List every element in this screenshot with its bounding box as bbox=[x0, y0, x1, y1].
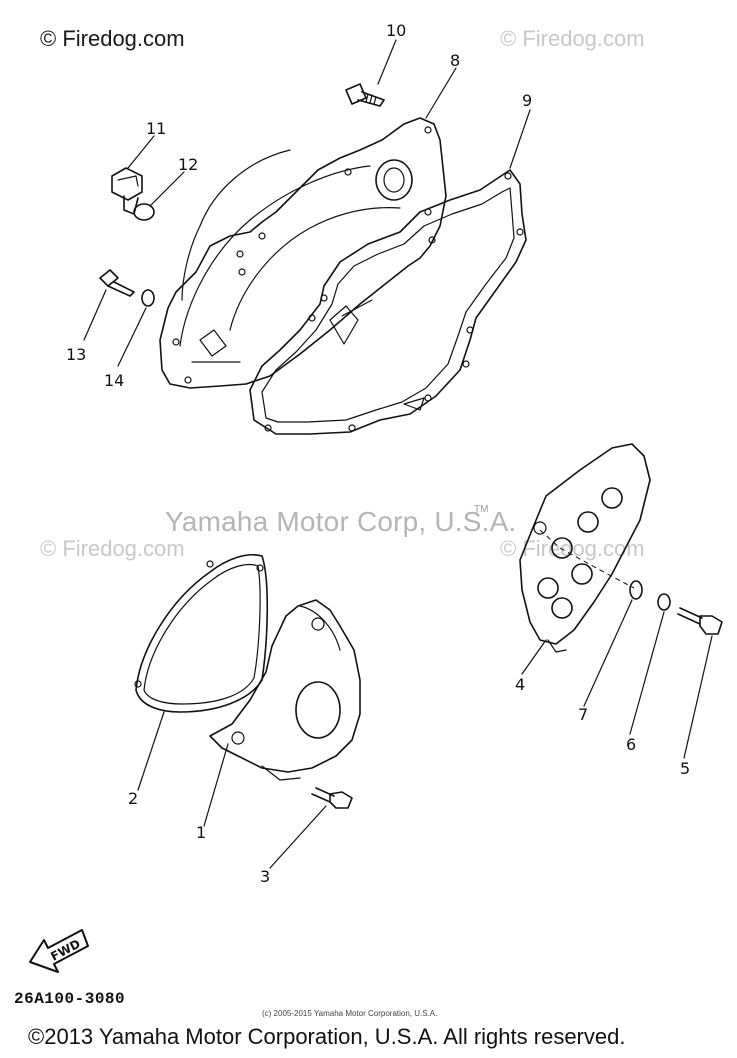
part-code: 26A100-3080 bbox=[14, 990, 126, 1008]
tiny-copyright: (c) 2005-2015 Yamaha Motor Corporation, … bbox=[262, 1009, 438, 1018]
callout-14: 14 bbox=[104, 371, 124, 390]
footer-copyright: ©2013 Yamaha Motor Corporation, U.S.A. A… bbox=[28, 1024, 626, 1049]
bolt-part-13 bbox=[99, 269, 135, 297]
fwd-arrow-icon: FWD bbox=[29, 929, 89, 973]
gasket-part-9 bbox=[249, 169, 527, 435]
callout-9: 9 bbox=[522, 91, 532, 110]
callout-12: 12 bbox=[178, 155, 198, 174]
cover-part-1 bbox=[209, 599, 361, 781]
callout-5: 5 bbox=[680, 759, 690, 778]
washer-part-7 bbox=[629, 580, 643, 600]
watermark-mid-left: © Firedog.com bbox=[40, 536, 185, 561]
callout-11: 11 bbox=[146, 119, 166, 138]
callout-4: 4 bbox=[515, 675, 525, 694]
watermark-center: Yamaha Motor Corp, U.S.A. bbox=[165, 506, 517, 537]
lock-washer-part-6 bbox=[657, 593, 671, 611]
watermark-top-right: © Firedog.com bbox=[500, 26, 645, 51]
bolt-part-3 bbox=[311, 787, 353, 809]
callout-10: 10 bbox=[386, 21, 406, 40]
watermark-top-left: © Firedog.com bbox=[40, 26, 185, 51]
plug-part-11 bbox=[111, 167, 143, 215]
gasket-part-2 bbox=[134, 554, 269, 713]
callout-6: 6 bbox=[626, 735, 636, 754]
callout-13: 13 bbox=[66, 345, 86, 364]
plate-part-4 bbox=[519, 443, 651, 653]
callout-1: 1 bbox=[196, 823, 206, 842]
callout-3: 3 bbox=[260, 867, 270, 886]
leader-lines bbox=[83, 39, 713, 869]
callout-2: 2 bbox=[128, 789, 138, 808]
o-ring-part-12 bbox=[133, 203, 155, 221]
bolt-part-10 bbox=[345, 83, 385, 107]
washer-part-14 bbox=[141, 289, 155, 307]
bolt-part-5 bbox=[677, 607, 723, 635]
callout-8: 8 bbox=[450, 51, 460, 70]
crankcase-cover-part-8 bbox=[159, 117, 447, 389]
callout-7: 7 bbox=[578, 705, 588, 724]
trademark-mark: TM bbox=[474, 504, 489, 515]
exploded-parts-diagram: 1 2 3 4 5 6 7 8 9 10 11 12 13 14 FWD bbox=[29, 21, 723, 973]
